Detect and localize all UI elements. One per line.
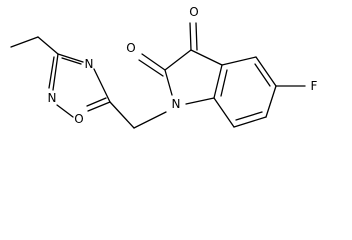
bond-o1-n2 bbox=[56, 104, 74, 118]
chemical-structure: O O N F N N O bbox=[10, 5, 318, 129]
bond-c2-o-double bbox=[138, 59, 164, 77]
bond-c4-c5-double bbox=[254, 63, 271, 87]
bond-c4-c5 bbox=[255, 56, 277, 87]
bond-c2-o bbox=[141, 53, 166, 71]
bond-c7a-n1 bbox=[185, 97, 215, 105]
bond-c2-c3 bbox=[164, 49, 192, 71]
bond-n1-c2 bbox=[164, 69, 173, 96]
bond-c6-c7 bbox=[233, 116, 267, 128]
atom-fluorine: F bbox=[311, 79, 318, 93]
bond-c3a-c4 bbox=[221, 56, 257, 66]
bond-c5-ch2 bbox=[109, 101, 135, 129]
bond-ethyl-ch3 bbox=[10, 36, 39, 48]
bond-c3-n4 bbox=[57, 53, 84, 63]
bond-n2-c3-double bbox=[48, 56, 55, 89]
bond-c5-o1-double bbox=[86, 97, 107, 107]
atom-o-amide: O bbox=[126, 41, 135, 55]
bond-c6-c7-double bbox=[235, 111, 263, 121]
bond-c3-n4-double bbox=[61, 57, 82, 65]
bond-c3a-c7a bbox=[213, 64, 223, 99]
bond-c7-c7a bbox=[213, 97, 235, 128]
atom-n-oxadiazole-bottom: N bbox=[48, 91, 57, 105]
atom-o-ketone: O bbox=[189, 5, 198, 19]
atom-n-oxadiazole-top: N bbox=[85, 57, 94, 71]
atom-labels: O O N F N N O bbox=[48, 5, 318, 126]
atom-o-oxadiazole: O bbox=[74, 112, 83, 126]
bond-c3-c3a bbox=[190, 49, 223, 66]
bond-c3-o bbox=[189, 22, 192, 51]
bonds bbox=[10, 22, 306, 129]
bond-n4-c5 bbox=[93, 68, 111, 103]
bond-c5-o1 bbox=[87, 101, 111, 112]
bond-c5-c6 bbox=[265, 85, 277, 118]
bond-c3a-c7a-double bbox=[220, 69, 228, 97]
atom-n-indole: N bbox=[172, 97, 181, 111]
bond-ethyl-ch2 bbox=[37, 36, 59, 55]
bond-n2-c3 bbox=[52, 53, 59, 91]
bond-c3-o-double bbox=[195, 22, 198, 51]
bond-ch2-n1 bbox=[133, 111, 167, 129]
